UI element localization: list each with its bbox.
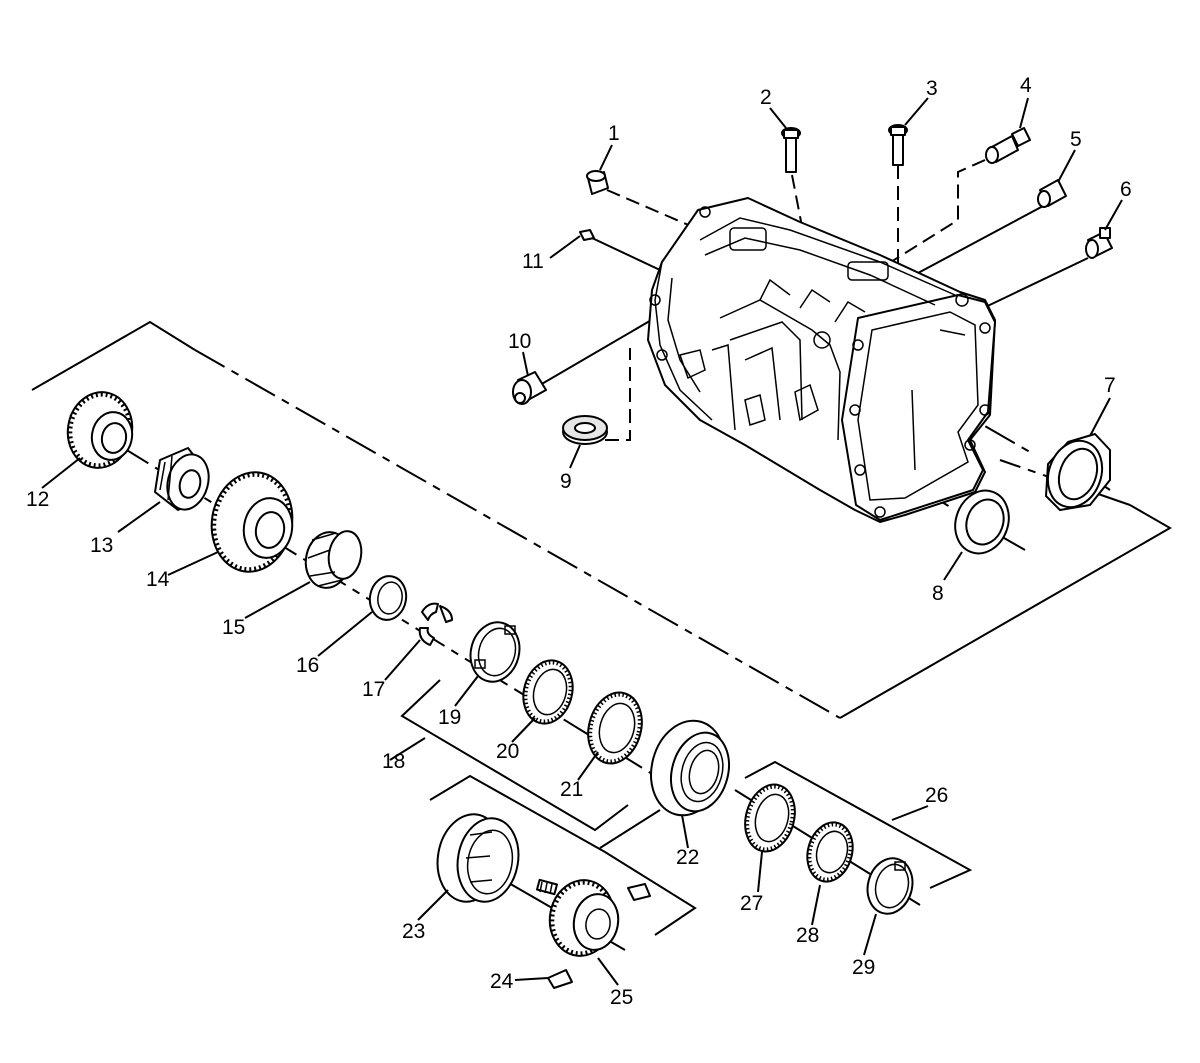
callout-29: 29: [852, 956, 875, 979]
callout-10: 10: [508, 330, 531, 353]
callout-17: 17: [362, 678, 385, 701]
leader-lines: [41, 97, 1123, 986]
callout-20: 20: [496, 740, 519, 763]
bearing-cup-large: [1045, 433, 1111, 511]
shift-sleeve: [436, 813, 520, 903]
callout-1: 1: [608, 122, 620, 145]
split-thrust-ring: [418, 602, 453, 646]
needle-bearing: [304, 530, 363, 589]
callout-12: 12: [26, 488, 49, 511]
vent-plug: [1085, 227, 1113, 259]
callout-9: 9: [560, 470, 572, 493]
transmission-housing: [647, 197, 996, 523]
callout-19: 19: [438, 706, 461, 729]
blocker-ring: [469, 621, 521, 683]
switch-sensor: [985, 127, 1031, 164]
bearing-cup-small: [954, 489, 1010, 555]
callout-11: 11: [522, 250, 544, 273]
synchronizer-cone-outer: [806, 821, 854, 883]
blocker-ring-outer: [866, 857, 914, 915]
callout-24: 24: [490, 970, 514, 993]
strut-upper: [627, 883, 651, 901]
callout-25: 25: [610, 986, 633, 1009]
bolt-left: [781, 127, 801, 173]
bolt-right: [888, 124, 908, 166]
callout-26: 26: [925, 784, 948, 807]
callout-13: 13: [90, 534, 113, 557]
strut-key: [547, 969, 573, 989]
callout-4: 4: [1020, 74, 1032, 97]
synchronizer-hub: [548, 879, 620, 957]
callout-3: 3: [926, 77, 938, 100]
detent-spring: [536, 878, 558, 896]
callout-21: 21: [560, 778, 583, 801]
callout-22: 22: [676, 846, 699, 869]
callout-14: 14: [146, 568, 170, 591]
synchronizer-ring: [587, 691, 643, 765]
tapered-roller-bearing: [154, 447, 210, 511]
callout-27: 27: [740, 892, 763, 915]
dowel-pin: [586, 170, 609, 195]
callout-15: 15: [222, 616, 245, 639]
pin: [579, 229, 595, 241]
drain-plug: [512, 371, 547, 405]
synchronizer-cone: [522, 659, 574, 725]
callout-5: 5: [1070, 128, 1082, 151]
helical-gear-large: [210, 471, 294, 573]
oil-seal: [562, 415, 608, 445]
callout-6: 6: [1120, 178, 1132, 201]
callout-18: 18: [382, 750, 405, 773]
plug: [1037, 179, 1067, 208]
callout-23: 23: [402, 920, 425, 943]
assembly-brackets: [31, 320, 1173, 936]
synchronizer-sleeve: [650, 719, 730, 817]
callout-8: 8: [932, 582, 944, 605]
helical-gear-small: [66, 391, 134, 469]
callout-2: 2: [760, 86, 772, 109]
callout-28: 28: [796, 924, 819, 947]
callout-7: 7: [1104, 374, 1116, 397]
synchronizer-ring-outer: [744, 783, 796, 853]
callout-labels: 1 2 3 4 5 6 7 8 9 10 11 12 13 14 15 16 1…: [26, 74, 1132, 1009]
callout-16: 16: [296, 654, 319, 677]
snap-ring: [368, 575, 408, 621]
